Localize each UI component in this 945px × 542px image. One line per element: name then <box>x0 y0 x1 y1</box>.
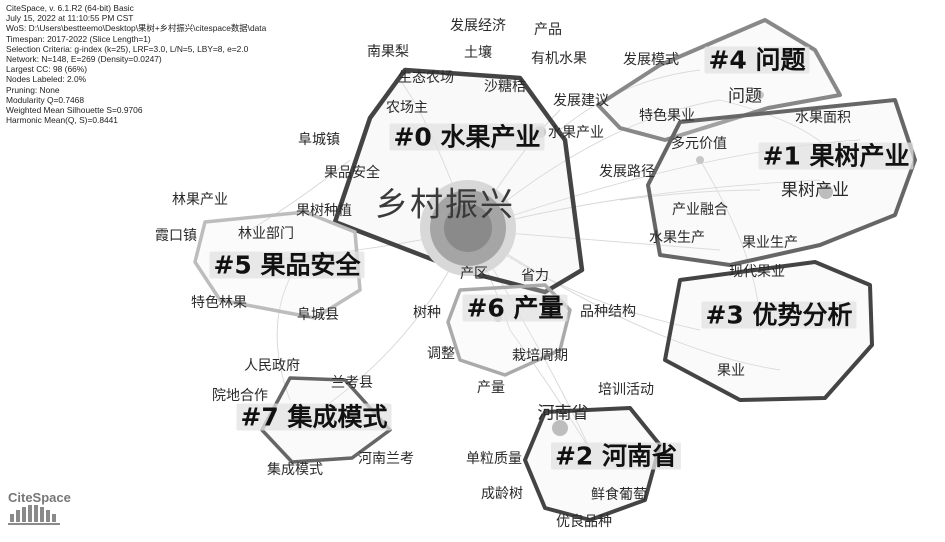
keyword-label: 特色林果 <box>191 295 247 311</box>
keyword-label-main: 乡村振兴 <box>375 184 515 224</box>
info-line: Harmonic Mean(Q, S)=0.8441 <box>6 115 118 126</box>
info-line: WoS: D:\Users\bestteemo\Desktop\果树+乡村振兴\… <box>6 23 267 34</box>
keyword-label: 农场主 <box>386 100 428 116</box>
network-info-panel: CiteSpace, v. 6.1.R2 (64-bit) Basic July… <box>6 3 266 125</box>
keyword-label: 果树产业 <box>781 180 849 201</box>
keyword-label: 人民政府 <box>244 358 300 374</box>
keyword-label: 果业生产 <box>742 235 798 251</box>
info-line: Modularity Q=0.7468 <box>6 94 84 105</box>
keyword-label: 果品安全 <box>324 165 380 181</box>
keyword-label: 多元价值 <box>671 136 727 152</box>
keyword-label: 品种结构 <box>580 304 636 320</box>
keyword-label: 调整 <box>427 346 455 362</box>
keyword-label: 现代果业 <box>729 264 785 280</box>
keyword-label: 发展路径 <box>599 164 655 180</box>
keyword-label: 院地合作 <box>212 388 268 404</box>
keyword-label: 成龄树 <box>481 486 523 502</box>
node-rural-revitalization-inner <box>444 204 492 252</box>
keyword-label: 水果生产 <box>649 230 705 246</box>
keyword-label: 有机水果 <box>531 51 587 67</box>
cluster-label-5: #5 果品安全 <box>209 251 365 279</box>
node-small-1 <box>696 156 704 164</box>
keyword-label: 林果产业 <box>172 192 228 208</box>
keyword-label: 产量 <box>477 380 505 396</box>
hull-c1 <box>646 98 917 267</box>
keyword-label: 兰考县 <box>331 375 373 391</box>
cluster-label-0: #0 水果产业 <box>389 123 545 151</box>
cluster-hulls <box>193 18 917 522</box>
info-line: Timespan: 2017-2022 (Slice Length=1) <box>6 33 151 44</box>
keyword-label: 阜城镇 <box>298 132 340 148</box>
network-nodes <box>420 91 833 436</box>
keyword-label: 南果梨 <box>367 44 409 60</box>
keyword-label: 林业部门 <box>238 226 294 242</box>
info-line: Selection Criteria: g-index (k=25), LRF=… <box>6 43 249 54</box>
info-line: Pruning: None <box>6 84 60 95</box>
cluster-label-3: #3 优势分析 <box>701 301 857 329</box>
cluster-label-7: #7 集成模式 <box>236 403 392 431</box>
keyword-label: 霞口镇 <box>155 228 197 244</box>
info-line: Weighted Mean Silhouette S=0.9706 <box>6 105 143 116</box>
keyword-label: 产品 <box>534 22 562 38</box>
keyword-label: 单粒质量 <box>466 451 522 467</box>
node-small-3 <box>756 91 764 99</box>
logo-text: CiteSpace <box>8 490 71 505</box>
node-henan <box>552 420 568 436</box>
info-line: Network: N=148, E=269 (Density=0.0247) <box>6 54 162 65</box>
keyword-label: 水果产业 <box>548 125 604 141</box>
keyword-label: 阜城县 <box>297 307 339 323</box>
keyword-label: 问题 <box>728 86 762 107</box>
citespace-logo: CiteSpace <box>8 490 88 530</box>
keyword-label: 生态农场 <box>398 70 454 86</box>
keyword-label: 特色果业 <box>639 108 695 124</box>
keyword-label: 河南兰考 <box>358 451 414 467</box>
node-fruit-tree <box>819 185 833 199</box>
keyword-label: 沙糖桔 <box>484 79 526 95</box>
keyword-label: 培训活动 <box>598 382 654 398</box>
citespace-logo-graphic <box>8 505 60 525</box>
keyword-label: 发展建议 <box>553 93 609 109</box>
keyword-label: 优良品种 <box>556 514 612 530</box>
keyword-label: 河南省 <box>537 403 589 424</box>
cluster-label-1: #1 果树产业 <box>758 142 914 170</box>
keyword-label: 土壤 <box>464 45 492 61</box>
keyword-label: 果业 <box>717 363 745 379</box>
cluster-label-6: #6 产量 <box>462 294 568 322</box>
info-line: July 15, 2022 at 11:10:55 PM CST <box>6 13 134 24</box>
keyword-label: 树种 <box>413 305 441 321</box>
keyword-label: 产业融合 <box>672 202 728 218</box>
cluster-label-2: #2 河南省 <box>550 442 682 470</box>
info-line: CiteSpace, v. 6.1.R2 (64-bit) Basic <box>6 3 134 13</box>
keyword-label: 发展经济 <box>450 18 506 34</box>
info-line: Nodes Labeled: 2.0% <box>6 74 87 85</box>
info-line: Largest CC: 98 (66%) <box>6 64 87 75</box>
keyword-label: 鲜食葡萄 <box>591 487 647 503</box>
keyword-label: 发展模式 <box>623 52 679 68</box>
cluster-label-4: #4 问题 <box>704 46 810 74</box>
hull-c3 <box>663 260 874 402</box>
keyword-label: 水果面积 <box>795 110 851 126</box>
keyword-label: 集成模式 <box>267 462 323 478</box>
keyword-label: 省力 <box>521 268 549 284</box>
keyword-label: 栽培周期 <box>512 348 568 364</box>
keyword-label: 果树种植 <box>296 203 352 219</box>
keyword-label: 产区 <box>460 266 488 282</box>
